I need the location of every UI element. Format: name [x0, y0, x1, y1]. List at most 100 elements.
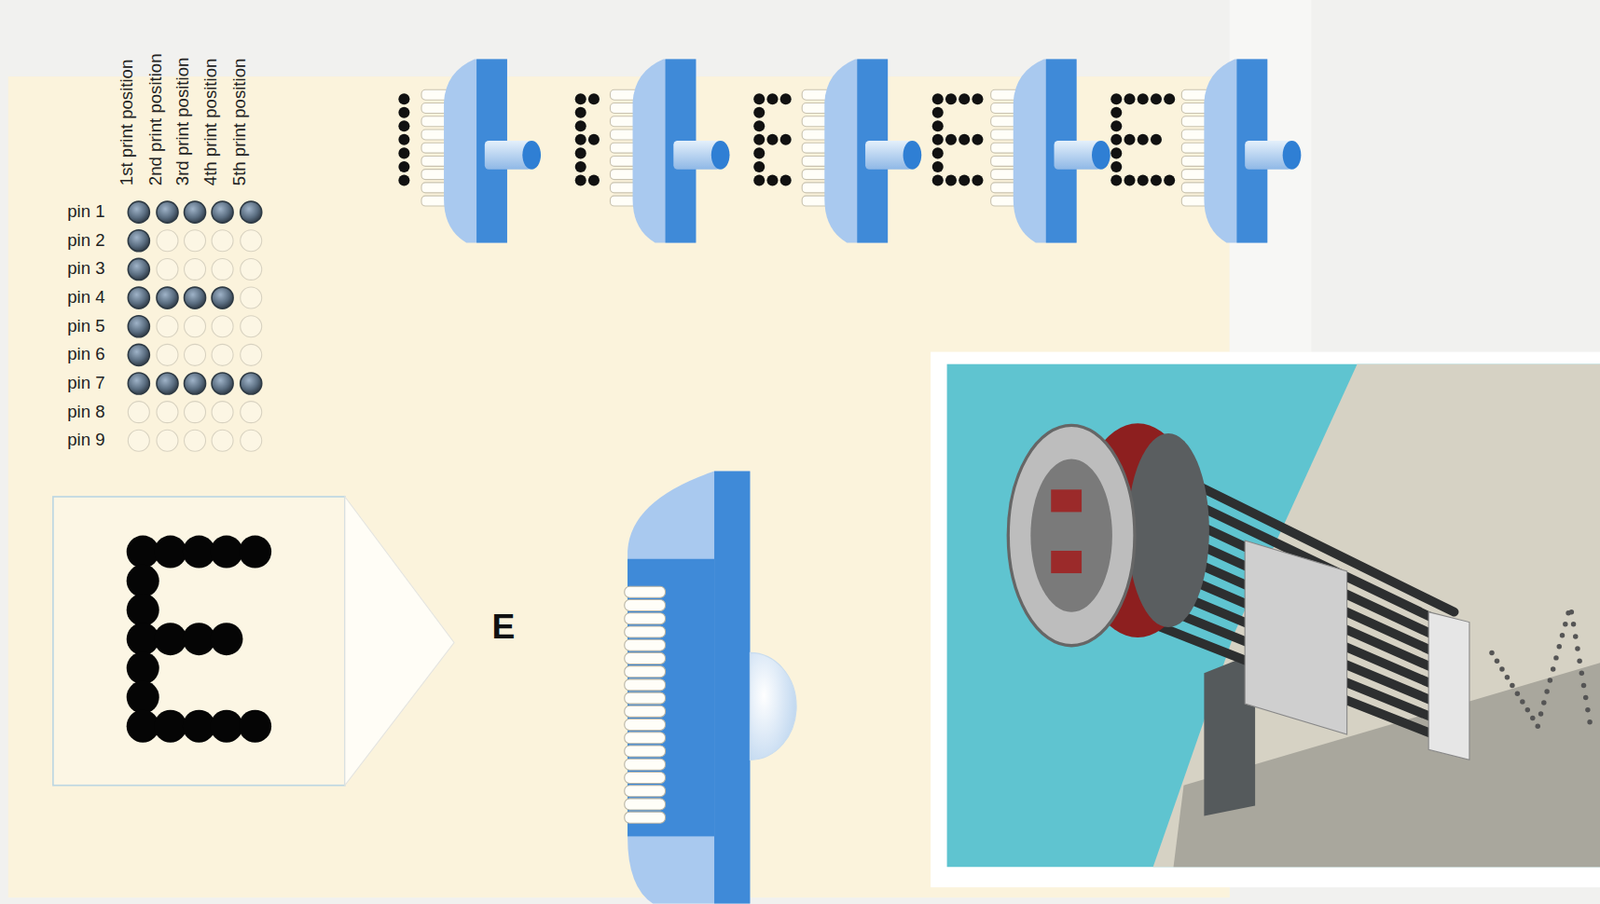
paper-dot	[1586, 719, 1592, 725]
printed-dot	[398, 93, 410, 105]
printed-dot	[398, 174, 410, 186]
print-pin	[624, 812, 666, 824]
pin-dot-on	[156, 287, 179, 309]
paper-dot	[1535, 723, 1541, 729]
letter-dot	[153, 536, 187, 569]
column-label: 4th print position	[201, 58, 222, 187]
column-label: 3rd print position	[173, 57, 194, 187]
pin-label: pin 3	[67, 259, 105, 280]
pin-dot-on	[156, 372, 179, 395]
letter-dot	[153, 622, 187, 656]
printed-dot	[1110, 161, 1122, 173]
paper-dot	[1538, 711, 1544, 717]
printed-dot	[971, 134, 983, 146]
pin-dot-off	[240, 401, 263, 424]
pin-dot-off	[240, 258, 263, 280]
pin-dot-off	[184, 258, 207, 280]
printed-dot	[1137, 93, 1149, 105]
pin-dot-on	[127, 287, 150, 309]
printed-dot	[932, 161, 944, 173]
pin-dot-off	[156, 230, 179, 252]
printed-dot	[1150, 174, 1162, 186]
paper-dot	[1572, 634, 1578, 639]
letter-label: E	[492, 607, 516, 645]
printed-dot	[753, 120, 765, 132]
pin-dot-on	[240, 201, 263, 223]
pin-label: pin 1	[67, 202, 105, 223]
paper-dot	[1504, 675, 1510, 680]
zoom-wedge	[344, 496, 455, 787]
pin-dot-off	[156, 316, 179, 338]
paper-dot	[1499, 666, 1504, 672]
letter-dot	[209, 710, 243, 744]
printed-dot	[398, 134, 410, 146]
pin-dot-off	[184, 344, 207, 366]
paper-dot	[1544, 689, 1549, 694]
shaft-end	[1282, 140, 1302, 170]
printed-dot	[588, 93, 600, 105]
print-pin	[624, 705, 666, 718]
print-pin	[624, 666, 666, 678]
pin-dot-off	[211, 429, 234, 452]
printed-dot	[932, 107, 944, 119]
pin-dot-off	[211, 401, 234, 424]
printed-dot	[575, 120, 587, 132]
paper-dot	[1553, 655, 1559, 661]
print-pin	[624, 613, 666, 625]
pin-dot-off	[240, 230, 263, 252]
print-pin	[624, 626, 666, 638]
print-pin	[624, 652, 666, 664]
pin-dot-off	[127, 429, 150, 452]
print-pin	[624, 600, 666, 612]
column-label: 1st print position	[117, 59, 138, 186]
letter-dot	[126, 593, 160, 627]
printed-dot	[932, 147, 944, 159]
pin-dot-off	[156, 344, 179, 366]
pin-dot-on	[184, 372, 207, 395]
pin-dot-on	[211, 372, 234, 395]
large-print-head	[624, 471, 797, 904]
paper-dot	[1489, 650, 1494, 656]
print-pin	[624, 586, 666, 598]
pin-dot-on	[127, 344, 150, 366]
printed-dot	[1110, 147, 1122, 159]
printed-dot	[1150, 93, 1162, 105]
printed-dot	[958, 134, 970, 146]
paper-dot	[1509, 683, 1515, 689]
pin-dot-off	[184, 230, 207, 252]
pin-dot-on	[184, 287, 207, 309]
paper-dot	[1525, 707, 1531, 713]
pin-dot-on	[211, 201, 234, 223]
printed-dot	[575, 147, 587, 159]
print-pin	[624, 679, 666, 691]
printed-dot	[753, 147, 765, 159]
printed-dot	[588, 174, 600, 186]
paper-dot	[1547, 677, 1553, 683]
printed-dot	[1123, 134, 1135, 146]
print-pin	[624, 639, 666, 651]
pin-dot-off	[211, 258, 234, 280]
print-pin	[624, 732, 666, 745]
column-label: 5th print position	[229, 58, 250, 187]
pin-dot-off	[211, 316, 234, 338]
pin-label: pin 9	[67, 430, 105, 452]
light-strip	[1229, 0, 1312, 353]
printed-dot	[753, 93, 765, 105]
print-pin	[624, 758, 666, 771]
pin-dot-on	[184, 201, 207, 223]
pin-dot-on	[127, 230, 150, 252]
printed-dot	[398, 107, 410, 119]
printed-dot	[398, 147, 410, 159]
printed-dot	[971, 174, 983, 186]
printed-dot	[1110, 93, 1122, 105]
letter-dot	[126, 651, 160, 685]
printed-dot	[780, 134, 792, 146]
printed-dot	[1110, 107, 1122, 119]
print-pin	[624, 786, 666, 798]
paper-dot	[1519, 699, 1525, 704]
printed-dot	[1163, 93, 1175, 105]
printed-dot	[1123, 93, 1135, 105]
printed-dot	[575, 174, 587, 186]
paper-dot	[1562, 621, 1568, 627]
paper-dot	[1530, 716, 1535, 721]
